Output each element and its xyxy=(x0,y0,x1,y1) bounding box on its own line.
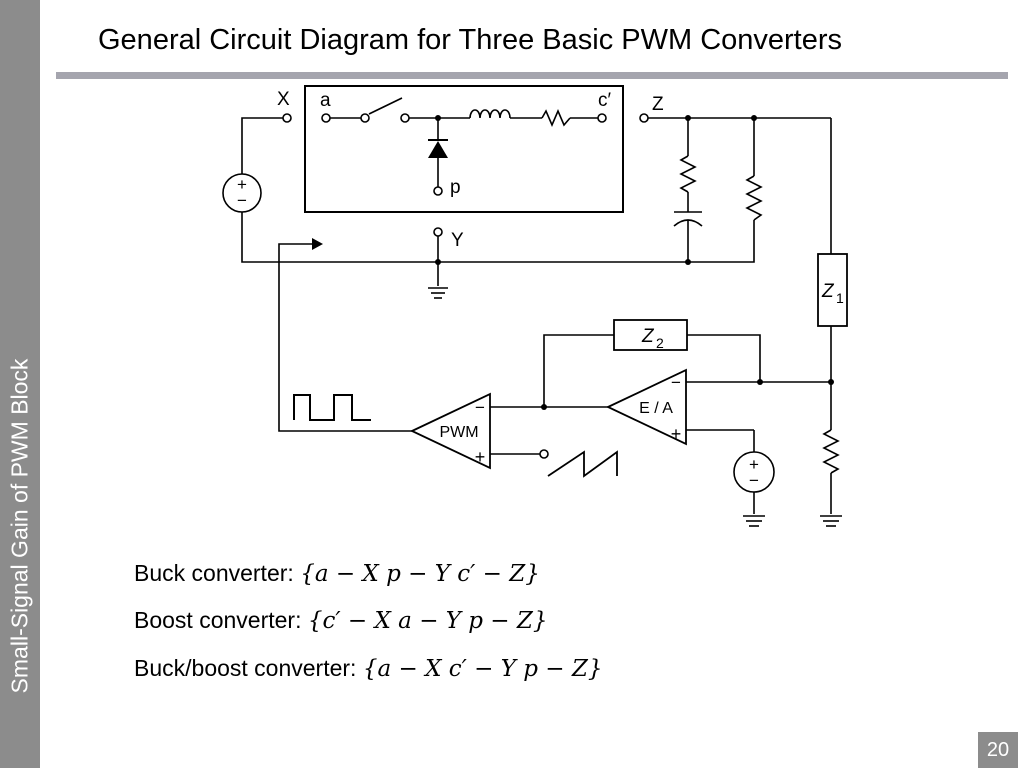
equation-buck-label: Buck converter: xyxy=(134,560,294,586)
src-plus: + xyxy=(237,175,247,194)
equation-buck-boost-label: Buck/boost converter: xyxy=(134,655,357,681)
load-resistor xyxy=(745,175,763,221)
terminal-p xyxy=(433,186,443,196)
z1-impedance-box xyxy=(817,253,848,327)
wire-source-bottom xyxy=(241,212,755,263)
switch-blade xyxy=(368,97,403,115)
junction-divider xyxy=(828,379,834,385)
square-wave-waveform xyxy=(293,394,371,421)
page-number: 20 xyxy=(978,732,1018,768)
junction-feedback xyxy=(757,379,763,385)
terminal-x xyxy=(282,113,292,123)
wire-pwm-out xyxy=(278,243,412,432)
z2-label: Z xyxy=(641,326,655,347)
equation-boost: Boost converter: {c′ − X a − Y p − Z} xyxy=(134,607,548,634)
junction-cap xyxy=(685,115,691,121)
label-z: Z xyxy=(652,94,664,115)
cap-esr-resistor xyxy=(679,155,697,193)
switch-contact-left xyxy=(360,113,370,123)
switch-contact-right xyxy=(400,113,410,123)
equation-boost-set: {c′ − X a − Y p − Z} xyxy=(307,608,548,634)
wire-source-top xyxy=(241,117,284,174)
wire-z2-right xyxy=(687,334,761,382)
src-minus: − xyxy=(237,191,247,210)
junction-ground xyxy=(435,259,441,265)
ea-plus: + xyxy=(671,424,682,444)
series-resistor xyxy=(541,108,571,128)
ref-plus: + xyxy=(749,455,759,474)
terminal-y xyxy=(433,227,443,237)
z2-subscript: 2 xyxy=(656,335,664,351)
label-y: Y xyxy=(451,230,464,251)
pwm-plus: + xyxy=(475,447,486,467)
z1-label: Z xyxy=(821,281,835,302)
terminal-z xyxy=(639,113,649,123)
ramp-terminal xyxy=(539,449,549,459)
diode-triangle xyxy=(428,141,448,158)
junction-diode xyxy=(435,115,441,121)
junction-ea-out xyxy=(541,404,547,410)
label-p: p xyxy=(450,177,461,198)
pwm-triangle xyxy=(409,392,491,470)
equation-boost-label: Boost converter: xyxy=(134,607,302,633)
divider-resistor xyxy=(822,429,840,474)
pwm-label: PWM xyxy=(439,424,478,441)
label-a: a xyxy=(320,90,331,111)
sawtooth-waveform xyxy=(547,450,618,478)
ea-label: E / A xyxy=(639,400,673,417)
terminal-c-prime xyxy=(597,113,607,123)
equation-buck: Buck converter: {a − X p − Y c′ − Z} xyxy=(134,560,540,587)
error-amp-triangle xyxy=(605,368,687,446)
equation-buck-boost: Buck/boost converter: {a − X c′ − Y p − … xyxy=(134,655,603,682)
junction-cap-bottom xyxy=(685,259,691,265)
equation-buck-boost-set: {a − X c′ − Y p − Z} xyxy=(362,656,603,682)
ref-minus: − xyxy=(749,471,759,490)
wire-z2-left xyxy=(543,334,614,407)
slide-title: General Circuit Diagram for Three Basic … xyxy=(98,24,843,56)
label-x: X xyxy=(277,89,290,110)
converter-box xyxy=(304,85,624,213)
equation-buck-set: {a − X p − Y c′ − Z} xyxy=(300,561,540,587)
title-rule xyxy=(56,72,1008,79)
arrow-head xyxy=(312,238,323,250)
z1-subscript: 1 xyxy=(836,290,844,306)
pwm-minus: − xyxy=(475,398,485,417)
sidebar: Small-Signal Gain of PWM Block xyxy=(0,0,40,768)
inductor xyxy=(469,109,511,119)
terminal-a xyxy=(321,113,331,123)
junction-load xyxy=(751,115,757,121)
ea-minus: − xyxy=(671,373,681,392)
label-c-prime: c′ xyxy=(598,90,612,111)
